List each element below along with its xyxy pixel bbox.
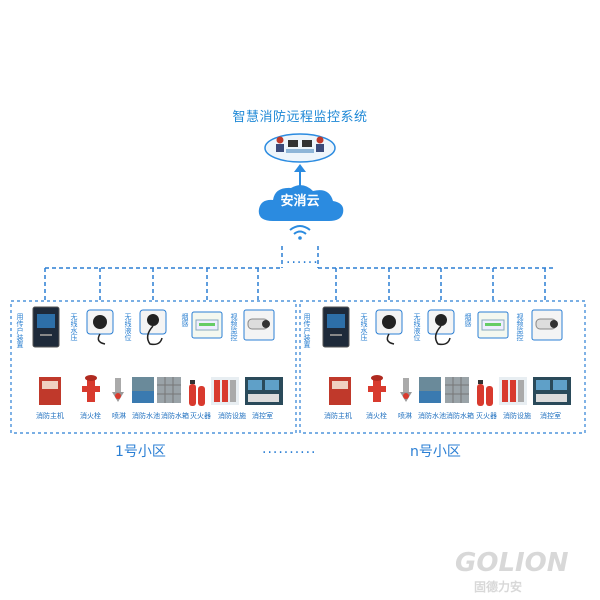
hydrant-icon	[368, 375, 386, 402]
sensor-label: 视频监控	[230, 313, 238, 341]
device-label: 消防主机	[36, 412, 64, 420]
fire-facility-icon	[499, 377, 527, 405]
sensor-label: 用传户装置	[16, 313, 24, 348]
device-label: 消防设施	[218, 412, 246, 420]
zone-2-label: n号小区	[410, 444, 461, 460]
cloud-node: 安消云	[255, 183, 345, 223]
pressure-sensor-icon	[86, 309, 114, 345]
transmission-device-icon	[322, 306, 350, 348]
zone-1-box	[10, 300, 297, 434]
level-sensor-icon	[427, 309, 455, 346]
video-camera-icon	[243, 309, 275, 341]
wifi-icon	[289, 225, 311, 240]
watermark-subtext: 固德力安	[474, 580, 523, 594]
zone-2-box	[299, 300, 586, 434]
sensor-label: 用传户装置	[303, 313, 311, 348]
sensor-label: 视频监控	[516, 313, 524, 341]
device-label: 消防水池	[418, 412, 446, 420]
device-label: 喷淋	[112, 412, 126, 420]
fire-extinguisher-icon	[477, 380, 493, 406]
device-label: 灭火器	[476, 412, 497, 420]
device-label: 消防水箱	[446, 412, 474, 420]
sensor-label: 无线水压	[70, 313, 78, 341]
sensor-label: 无线液位	[413, 313, 421, 341]
person-icon	[276, 136, 284, 144]
sprinkler-icon	[112, 378, 124, 402]
device-label: 消控室	[252, 412, 273, 420]
smoke-detector-icon	[477, 311, 509, 339]
device-label: 消控室	[540, 412, 561, 420]
sensor-label: 烟感	[181, 313, 189, 327]
network-ellipsis: ......	[286, 251, 319, 267]
control-room-icon	[245, 377, 283, 405]
device-label: 喷淋	[398, 412, 412, 420]
water-tank-icon	[157, 377, 181, 403]
cloud-icon	[258, 185, 344, 221]
fire-host-icon	[329, 377, 351, 405]
device-label: 消防水箱	[161, 412, 189, 420]
hydrant-icon	[82, 375, 100, 402]
sensor-label: 无线液位	[124, 313, 132, 341]
sensor-label: 无线水压	[360, 313, 368, 341]
fire-extinguisher-icon	[189, 380, 205, 406]
device-label: 灭火器	[190, 412, 211, 420]
device-label: 消防设施	[503, 412, 531, 420]
device-label: 消火栓	[366, 412, 387, 420]
fire-facility-icon	[211, 377, 239, 405]
video-camera-icon	[531, 309, 563, 341]
system-title: 智慧消防远程监控系统	[232, 110, 368, 125]
device-label: 消火栓	[80, 412, 101, 420]
upload-arrow	[294, 164, 306, 186]
control-room-icon	[533, 377, 571, 405]
water-pool-icon	[132, 377, 154, 403]
connection-lines	[44, 246, 555, 303]
watermark-logo: GOLION	[455, 548, 569, 578]
sprinkler-icon	[400, 378, 412, 402]
zone-1-label: 1号小区	[115, 444, 166, 460]
transmission-device-icon	[32, 306, 60, 348]
zone-ellipsis: ..........	[262, 441, 317, 457]
monitoring-center-illustration	[264, 133, 336, 163]
sensor-label: 烟感	[464, 313, 472, 327]
device-label: 消防主机	[324, 412, 352, 420]
device-label: 消防水池	[132, 412, 160, 420]
person-icon	[316, 136, 324, 144]
cloud-label: 安消云	[280, 194, 320, 209]
pressure-sensor-icon	[375, 309, 403, 345]
monitor-icon	[302, 140, 312, 147]
water-pool-icon	[419, 377, 441, 403]
fire-host-icon	[39, 377, 61, 405]
monitor-icon	[288, 140, 298, 147]
water-tank-icon	[445, 377, 469, 403]
smoke-detector-icon	[191, 311, 223, 339]
level-sensor-icon	[139, 309, 167, 346]
